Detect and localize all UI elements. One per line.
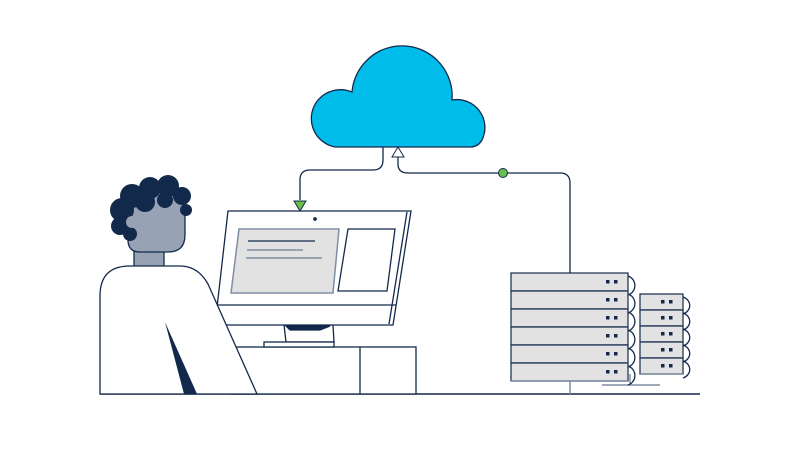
status-light-icon [661,348,665,352]
monitor-side-window [337,228,396,292]
status-light-icon [606,280,610,284]
status-light-icon [669,364,673,368]
status-light-icon [614,334,618,338]
status-light-icon [606,352,610,356]
status-light-icon [669,348,673,352]
desktop-monitor-icon [214,210,412,348]
cloud-icon [310,45,486,148]
person-icon [99,175,259,395]
server-rack-icon [510,272,691,394]
server-unit [510,362,636,386]
monitor-main-window [230,228,340,294]
status-light-icon [614,280,618,284]
cloud-to-monitor-connector [299,147,384,200]
status-light-icon [669,316,673,320]
status-light-icon [661,300,665,304]
status-light-icon [661,332,665,336]
status-light-icon [661,364,665,368]
connection-node-icon [498,168,508,178]
status-light-icon [606,334,610,338]
status-light-icon [606,370,610,374]
status-light-icon [614,316,618,320]
hair [110,175,192,241]
status-light-icon [606,316,610,320]
status-light-icon [669,332,673,336]
download-arrow-icon [293,200,307,212]
status-light-icon [606,298,610,302]
status-light-icon [669,300,673,304]
status-light-icon [614,352,618,356]
status-light-icon [614,370,618,374]
status-light-icon [614,298,618,302]
status-light-icon [661,316,665,320]
server-unit-small [639,357,691,379]
upload-arrow-icon [391,146,405,158]
server-to-cloud-connector [397,157,571,273]
server-unit-small [639,341,691,363]
desk [229,346,417,395]
